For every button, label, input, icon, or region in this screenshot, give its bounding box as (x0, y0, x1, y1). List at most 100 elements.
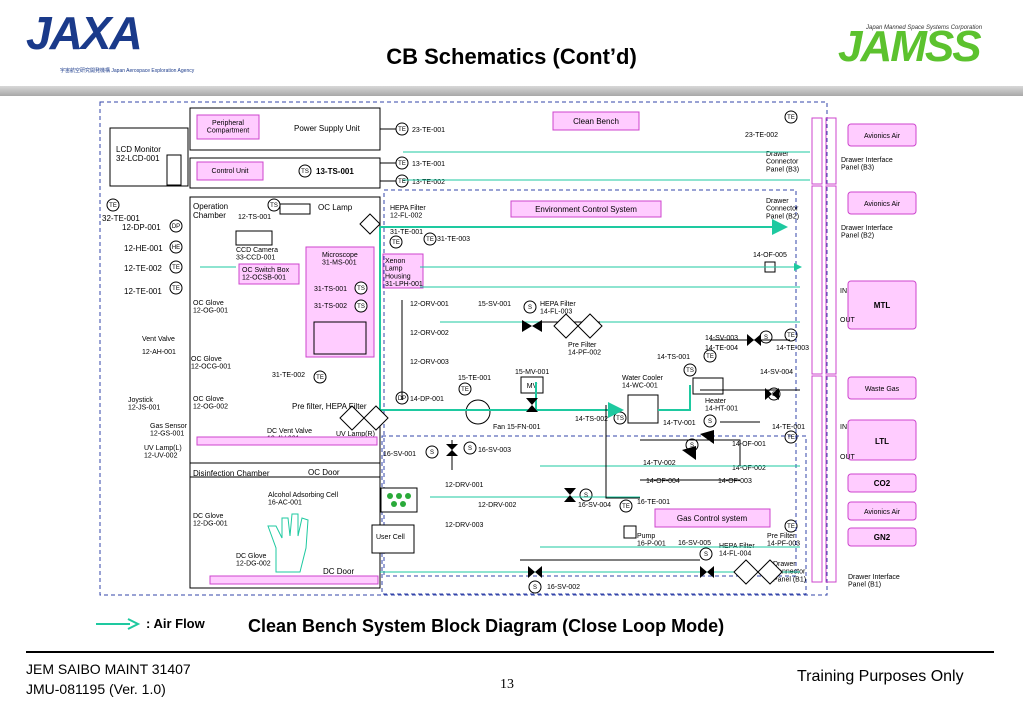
te-14-003-label: 14-TE-003 (776, 345, 809, 352)
gas-control-frame (381, 435, 807, 595)
drv-2-label: 12-DRV-002 (478, 502, 517, 509)
jamss-logo-subtitle: Japan Manned Space Systems Corporation (866, 25, 983, 31)
dc-door-bar (209, 575, 379, 585)
diagram-caption: Clean Bench System Block Diagram (Close … (248, 616, 725, 636)
orv-2-label: 12-ORV-002 (410, 330, 449, 337)
te-32-001-label: 32-TE-001 (102, 214, 140, 223)
lcd-monitor-box (109, 127, 189, 187)
he-12-001-label: 12-HE-001 (124, 244, 163, 253)
microscope-stage (313, 321, 367, 355)
ah-12-001-label: 12-AH-001 (142, 349, 176, 356)
svg-text:TE: TE (787, 115, 795, 121)
svg-text:TE: TE (787, 524, 795, 530)
alcohol-cell-dots (387, 493, 411, 507)
drv-3-label: 12-DRV-003 (445, 522, 484, 529)
disinfection-chamber-label: Disinfection Chamber (193, 469, 270, 478)
lcd-screen (166, 154, 182, 186)
power-supply-label: Power Supply Unit (294, 124, 361, 133)
gas-control-box (654, 508, 771, 528)
ltl-box (847, 419, 917, 461)
dp-12-001-label: 12-DP-001 (122, 223, 161, 232)
te-14-001-label: 14-TE-001 (772, 424, 805, 431)
ccd-camera-symbol (235, 230, 273, 246)
svg-text:TE: TE (172, 265, 180, 271)
co2-label: CO2 (874, 479, 891, 488)
tv-14-001-label: 14-TV-001 (663, 420, 696, 427)
gn2-label: GN2 (874, 533, 891, 542)
svg-text:TE: TE (622, 504, 630, 510)
sv-16-004-label: 16-SV-004 (578, 502, 611, 509)
env-control-frame (383, 189, 797, 577)
mtl-box (847, 280, 917, 330)
sv-16-002-label: 16-SV-002 (547, 584, 580, 591)
page-number: 13 (500, 677, 514, 692)
user-cell-label: User Cell (376, 534, 405, 541)
mv-15-001-label: 15-MV-001 (515, 369, 549, 376)
te-23-001-label: 23-TE-001 (412, 127, 445, 134)
footer-line-2: JMU-081195 (Ver. 1.0) (26, 681, 166, 697)
svg-text:S: S (704, 552, 708, 558)
co2-box (847, 473, 917, 493)
fan-symbol (465, 399, 491, 425)
waste-gas-box (847, 376, 917, 400)
airflow-thin-lines (200, 151, 810, 573)
sv-15-001-label: 15-SV-001 (478, 301, 511, 308)
dc-door-label: DC Door (323, 567, 354, 576)
of-14-001-label: 14-OF-001 (732, 441, 766, 448)
te-15-001-label: 15-TE-001 (458, 375, 491, 382)
valve-symbols (446, 320, 779, 578)
jaxa-logo-subtitle: 宇宙航空研究開発機構 Japan Aerospace Exploration A… (60, 68, 195, 74)
te-31-003-label: 31-TE-003 (437, 236, 470, 243)
clean-bench-label: Clean Bench (573, 117, 619, 126)
te-13-001-label: 13-TE-001 (412, 161, 445, 168)
xenon-lamp-box (382, 253, 424, 289)
oc-lamp-label: OC Lamp (318, 203, 353, 212)
drv-1-label: 12-DRV-001 (445, 482, 484, 489)
dp-14-001-label: 14-DP-001 (410, 396, 444, 403)
filter-symbols (339, 213, 783, 585)
of-14-003-label: 14-OF-003 (718, 478, 752, 485)
waste-gas-label: Waste Gas (865, 386, 900, 393)
control-compartment-frame (189, 157, 381, 189)
footer-doc-id: JEM SAIBO MAINT 31407 JMU-081195 (Ver. 1… (26, 659, 191, 699)
clean-bench-frame (99, 101, 828, 596)
ts-31-001-label: 31-TS-001 (314, 286, 347, 293)
avionics-air-label-3: Avionics Air (864, 509, 901, 516)
legend-airflow-arrow (96, 618, 141, 630)
pre-hepa-label: Pre filter, HEPA Filter (292, 402, 367, 411)
jamss-logo: JAMSS (838, 22, 982, 71)
svg-text:S: S (430, 450, 434, 456)
oc-door-bar (196, 436, 378, 446)
connector-strips (811, 117, 837, 583)
uv-lamp-l-label: UV Lamp(L)12-UV-002 (144, 445, 182, 460)
svg-text:TE: TE (787, 435, 795, 441)
te-31-001-label: 31-TE-001 (390, 229, 423, 236)
fan-label: Fan 15-FN-001 (493, 424, 541, 431)
alcohol-cell-symbol (380, 487, 418, 513)
ltl-in-label: IN (840, 424, 847, 431)
orv-3-label: 12-ORV-003 (410, 359, 449, 366)
of-14-004-label: 14-OF-004 (646, 478, 680, 485)
svg-text:TS: TS (301, 169, 309, 175)
avionics-air-box-2 (847, 191, 917, 215)
svg-text:S: S (690, 443, 694, 449)
oc-switch-box (238, 263, 300, 285)
header-divider (0, 86, 1023, 96)
